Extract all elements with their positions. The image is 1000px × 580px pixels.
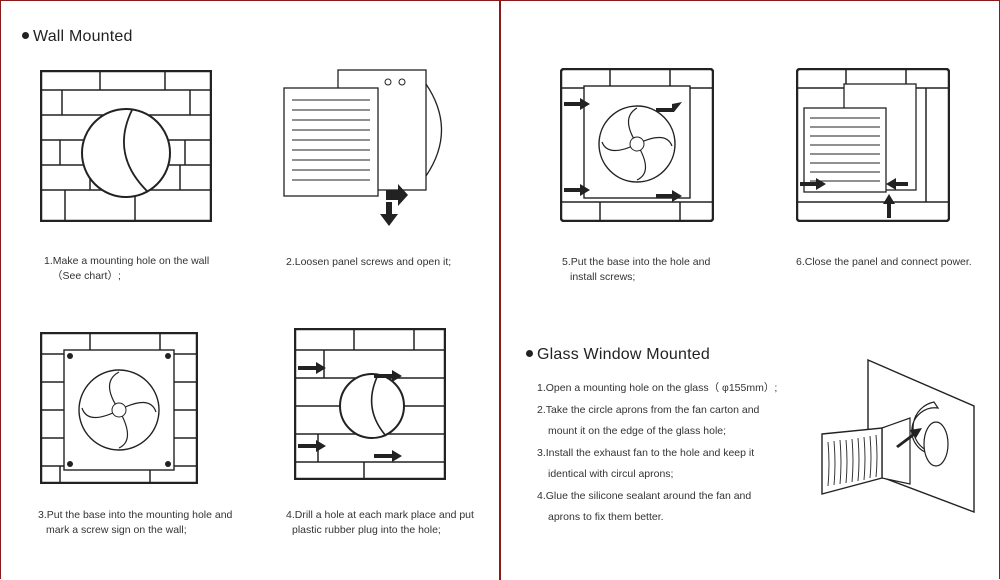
figure-wall-hole [40,70,212,222]
bullet-icon [526,350,533,358]
figure-install-screws [560,68,714,222]
caption-step4: 4.Drill a hole at each mark place and pu… [286,509,474,536]
figure-open-panel [282,64,462,228]
center-divider [499,0,501,580]
caption-step3: 3.Put the base into the mounting hole an… [38,509,233,536]
caption-step6: 6.Close the panel and connect power. [796,256,972,268]
glass-step-4b: aprons to fix them better. [548,511,664,523]
caption-step2: 2.Loosen panel screws and open it; [286,256,452,268]
wall-mounted-heading: Wall Mounted [22,28,133,46]
glass-steps-list: 1.Open a mounting hole on the glass（ φ15… [537,378,777,529]
figure-glass-window [818,356,982,516]
caption-step1: 1.Make a mounting hole on the wall （See … [44,255,210,282]
figure-drill-holes [294,328,446,480]
glass-step-3b: identical with circul aprons; [548,468,674,480]
glass-window-heading: Glass Window Mounted [526,346,710,364]
glass-step-2b: mount it on the edge of the glass hole; [548,425,727,437]
bullet-icon [22,32,29,40]
glass-step-3: 3.Install the exhaust fan to the hole an… [537,446,755,459]
glass-step-4: 4.Glue the silicone sealant around the f… [537,489,752,502]
glass-step-2: 2.Take the circle aprons from the fan ca… [537,403,760,416]
figure-close-panel [796,68,950,222]
caption-step5: 5.Put the base into the hole and install… [562,256,711,283]
glass-step-1: 1.Open a mounting hole on the glass（ φ15… [537,382,778,394]
figure-mark-screw [40,332,198,484]
